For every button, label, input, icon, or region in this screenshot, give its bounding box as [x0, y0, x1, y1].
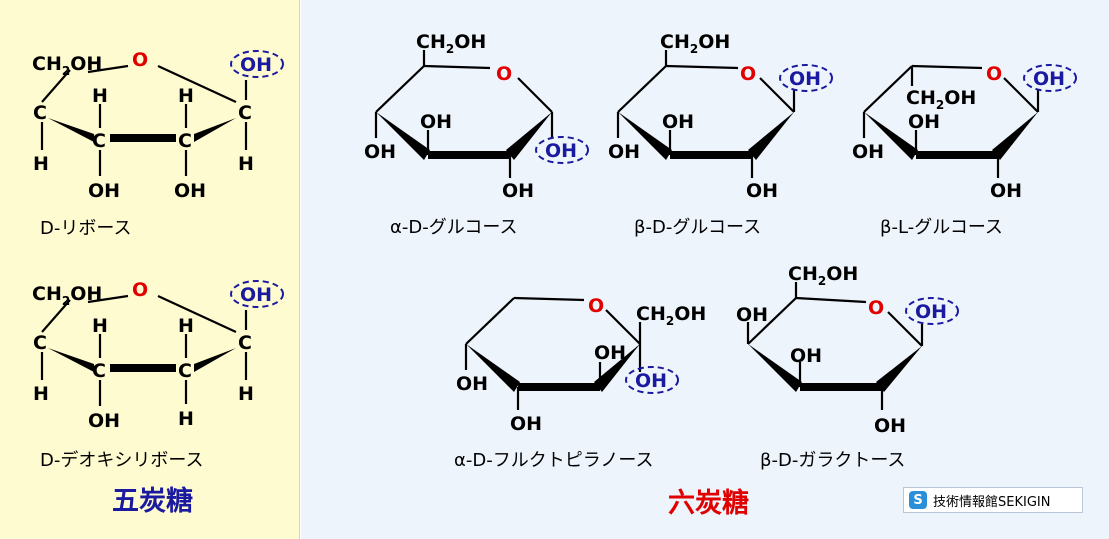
hydroxyl: OH [874, 415, 906, 437]
ring-oxygen: O [132, 279, 148, 301]
hydrogen: H [178, 85, 194, 107]
hydrogen: H [33, 383, 49, 405]
anomeric-oh-highlight [535, 136, 589, 164]
hydroxyl: OH [502, 180, 534, 202]
ring-oxygen: O [588, 295, 604, 317]
carbon-3: C [92, 130, 106, 152]
sekigin-logo-icon: S [909, 491, 927, 509]
hydroxyl: OH [852, 141, 884, 163]
carbon-4: C [33, 102, 47, 124]
anomeric-oh-highlight [230, 280, 284, 308]
carbon-1: C [238, 332, 252, 354]
anomeric-oh: OH [915, 301, 947, 323]
alpha-d-fructopyranose-name: α-D-フルクトピラノース [454, 450, 653, 471]
hydroxyl: OH [746, 180, 778, 202]
pentose-heading: 五炭糖 [112, 485, 193, 517]
ribose-name: D-リボース [40, 218, 131, 239]
alpha-d-glucose-structure: CH2OH O OH OH OH OH α-D-グルコース [364, 31, 589, 238]
hydroxyl: OH [908, 111, 940, 133]
hydroxyl: OH [88, 180, 120, 202]
hydroxyl: OH [88, 410, 120, 432]
deoxyribose-structure: CH2OH O OH C H H C OH H C H C H D-デオキシリボ… [32, 279, 284, 471]
ring-oxygen: O [496, 63, 512, 85]
hydroxyl: OH [662, 111, 694, 133]
carbon-3: C [92, 360, 106, 382]
ribose-structure: CH2OH O OH C H H C OH H C OH C H D-リボース [32, 49, 284, 239]
credit-text: 技術情報館SEKIGIN [933, 494, 1051, 510]
hydrogen: H [238, 383, 254, 405]
deoxyribose-name: D-デオキシリボース [40, 450, 203, 471]
alpha-d-fructopyranose-structure: O CH2OH OH OH OH OH α-D-フルクトピラノース [454, 295, 706, 471]
anomeric-oh: OH [240, 284, 272, 306]
hydrogen: H [178, 315, 194, 337]
hydroxyl: OH [510, 413, 542, 435]
hydrogen: H [92, 315, 108, 337]
hydroxyl: OH [594, 342, 626, 364]
carbon-2: C [178, 360, 192, 382]
ring-oxygen: O [868, 297, 884, 319]
ch2oh-label: CH2OH [636, 303, 706, 328]
hydrogen: H [92, 85, 108, 107]
beta-d-glucose-name: β-D-グルコース [634, 217, 761, 238]
ch2oh-label: CH2OH [416, 31, 486, 56]
ring-oxygen: O [132, 49, 148, 71]
beta-l-glucose-name: β-L-グルコース [880, 217, 1003, 238]
anomeric-oh: OH [545, 140, 577, 162]
hydrogen: H [33, 153, 49, 175]
carbon-4: C [33, 332, 47, 354]
beta-l-glucose-structure: CH2OH O OH OH OH OH β-L-グルコース [852, 63, 1077, 238]
anomeric-oh: OH [789, 68, 821, 90]
hydroxyl: OH [736, 304, 768, 326]
credit-badge: S 技術情報館SEKIGIN [903, 487, 1083, 513]
hydrogen: H [178, 408, 194, 430]
hydrogen: H [238, 153, 254, 175]
ch2oh-label: CH2OH [788, 263, 858, 288]
hydroxyl: OH [364, 141, 396, 163]
ring-oxygen: O [986, 63, 1002, 85]
beta-d-galactose-structure: CH2OH O OH OH OH OH β-D-ガラクトース [736, 263, 959, 471]
anomeric-oh: OH [240, 54, 272, 76]
ring-oxygen: O [740, 63, 756, 85]
hexose-heading: 六炭糖 [668, 487, 749, 519]
anomeric-oh-highlight [230, 50, 284, 78]
carbon-2: C [178, 130, 192, 152]
beta-d-glucose-structure: CH2OH O OH OH OH OH β-D-グルコース [608, 31, 833, 238]
hydroxyl: OH [456, 373, 488, 395]
anomeric-oh: OH [1033, 68, 1065, 90]
ch2oh-label: CH2OH [32, 53, 102, 78]
ch2oh-label: CH2OH [32, 283, 102, 308]
pentose-panel [0, 0, 300, 539]
hydroxyl: OH [420, 111, 452, 133]
hexose-panel [301, 0, 1109, 539]
ch2oh-label: CH2OH [660, 31, 730, 56]
hydroxyl: OH [174, 180, 206, 202]
alpha-d-glucose-name: α-D-グルコース [390, 217, 517, 238]
carbon-1: C [238, 102, 252, 124]
hydroxyl: OH [608, 141, 640, 163]
anomeric-oh-highlight [1023, 64, 1077, 92]
anomeric-oh: OH [635, 370, 667, 392]
anomeric-oh-highlight [779, 64, 833, 92]
hydroxyl: OH [790, 345, 822, 367]
hydroxyl: OH [990, 180, 1022, 202]
anomeric-oh-highlight [625, 366, 679, 394]
ch2oh-label: CH2OH [906, 87, 976, 112]
beta-d-galactose-name: β-D-ガラクトース [760, 450, 905, 471]
anomeric-oh-highlight [905, 297, 959, 325]
